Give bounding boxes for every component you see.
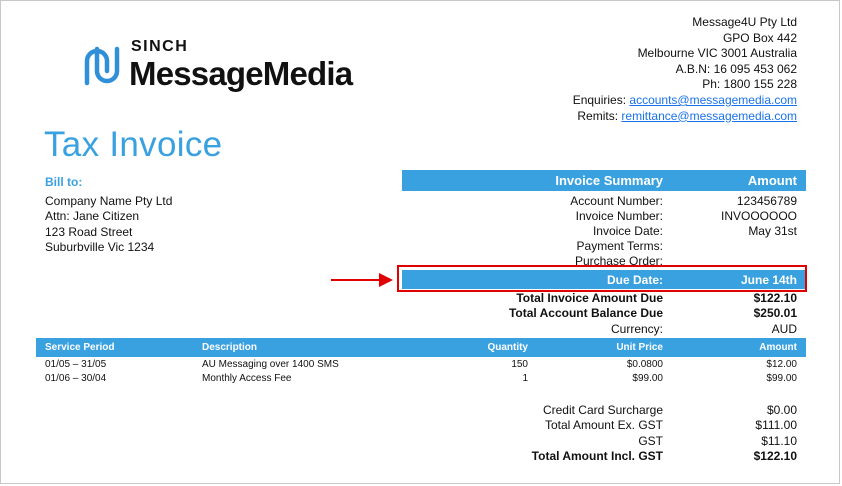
- summary-header-amount: Amount: [747, 173, 797, 188]
- summary-value: $250.01: [753, 306, 797, 320]
- totals-value: $11.10: [761, 434, 797, 448]
- totals-value: $111.00: [755, 418, 797, 432]
- company-address-1: GPO Box 442: [722, 30, 797, 45]
- cell-description: AU Messaging over 1400 SMS: [202, 359, 339, 370]
- cell-unit-price: $0.0800: [626, 359, 663, 370]
- bill-to-line: Company Name Pty Ltd: [45, 194, 173, 208]
- summary-value: $122.10: [753, 291, 797, 305]
- cell-amount: $12.00: [766, 359, 797, 370]
- summary-label: Account Number:: [570, 194, 663, 208]
- enquiries-label: Enquiries:: [572, 92, 627, 107]
- summary-label: Total Account Balance Due: [508, 306, 663, 320]
- summary-row-invoice-number: Invoice Number: INVOOOOOO: [402, 209, 806, 224]
- invoice-summary-header: Invoice Summary Amount: [402, 170, 806, 191]
- header-quantity: Quantity: [487, 342, 528, 353]
- enquiries-line: Enquiries: accounts@messagemedia.com: [573, 93, 797, 109]
- company-name: Message4U Pty Ltd: [692, 15, 797, 29]
- header-description: Description: [202, 342, 258, 353]
- cell-quantity: 1: [522, 373, 528, 384]
- totals-label: GST: [638, 434, 663, 448]
- summary-row-account-number: Account Number: 123456789: [402, 194, 806, 209]
- summary-label: Currency:: [610, 322, 663, 336]
- due-date-label: Due Date:: [606, 273, 663, 287]
- due-date-highlight: [397, 265, 807, 292]
- table-row: 01/05 – 31/05 AU Messaging over 1400 SMS…: [36, 358, 806, 373]
- logo-brand-text: MessageMedia: [129, 55, 353, 92]
- summary-label: Invoice Number:: [575, 209, 663, 223]
- cell-period: 01/06 – 30/04: [45, 373, 107, 384]
- remits-label: Remits:: [577, 108, 619, 123]
- company-phone: Ph: 1800 155 228: [702, 77, 797, 92]
- summary-label: Payment Terms:: [576, 239, 663, 253]
- total-incl-gst-row: Total Amount Incl. GST $122.10: [402, 449, 806, 464]
- logo-sinch-text: SINCH: [131, 38, 189, 55]
- total-ex-gst-row: Total Amount Ex. GST $111.00: [402, 418, 806, 433]
- total-account-balance-due: Total Account Balance Due $250.01: [402, 306, 806, 321]
- company-abn: A.B.N: 16 095 453 062: [675, 61, 797, 76]
- company-address-2: Melbourne VIC 3001 Australia: [637, 46, 797, 61]
- summary-row-payment-terms: Payment Terms:: [402, 239, 806, 254]
- cell-quantity: 150: [511, 359, 528, 370]
- arrow-right-icon: [331, 273, 393, 287]
- summary-label: Invoice Date:: [592, 224, 663, 238]
- summary-value: AUD: [771, 322, 797, 336]
- totals-label: Credit Card Surcharge: [542, 403, 663, 417]
- totals-value: $122.10: [753, 449, 797, 463]
- cell-amount: $99.00: [766, 373, 797, 384]
- summary-row-purchase-order: Purchase Order:: [402, 254, 806, 266]
- totals-value: $0.00: [766, 403, 797, 417]
- header-amount: Amount: [759, 342, 797, 353]
- credit-card-surcharge-row: Credit Card Surcharge $0.00: [402, 403, 806, 418]
- remits-email-link[interactable]: remittance@messagemedia.com: [621, 108, 797, 123]
- summary-value: INVOOOOOO: [720, 209, 797, 223]
- totals-label: Total Amount Ex. GST: [544, 418, 663, 432]
- bill-to-line: Attn: Jane Citizen: [45, 209, 140, 224]
- bill-to-line: 123 Road Street: [45, 224, 133, 239]
- summary-value: 123456789: [736, 194, 797, 208]
- bill-to-line: Suburbville Vic 1234: [45, 239, 155, 254]
- summary-value: May 31st: [748, 224, 797, 238]
- currency-row: Currency: AUD: [402, 322, 806, 337]
- totals-label: Total Amount Incl. GST: [531, 449, 663, 463]
- total-invoice-amount-due: Total Invoice Amount Due $122.10: [402, 291, 806, 306]
- header-unit-price: Unit Price: [616, 342, 663, 353]
- sinch-logo-icon: [84, 46, 120, 86]
- summary-header-label: Invoice Summary: [555, 173, 663, 188]
- due-date-value: June 14th: [740, 273, 797, 287]
- summary-row-invoice-date: Invoice Date: May 31st: [402, 224, 806, 239]
- company-details: Message4U Pty Ltd GPO Box 442 Melbourne …: [573, 15, 797, 124]
- cell-unit-price: $99.00: [632, 373, 663, 384]
- table-row: 01/06 – 30/04 Monthly Access Fee 1 $99.0…: [36, 372, 806, 387]
- bill-to-address: Company Name Pty Ltd Attn: Jane Citizen …: [45, 194, 172, 255]
- enquiries-email-link[interactable]: accounts@messagemedia.com: [629, 92, 797, 107]
- line-items-header: Service Period Description Quantity Unit…: [36, 338, 806, 357]
- summary-label: Total Invoice Amount Due: [516, 291, 663, 305]
- cell-description: Monthly Access Fee: [202, 373, 292, 384]
- company-logo: SINCH MessageMedia: [79, 37, 389, 97]
- remits-line: Remits: remittance@messagemedia.com: [573, 109, 797, 125]
- page-title: Tax Invoice: [44, 125, 223, 164]
- gst-row: GST $11.10: [402, 434, 806, 449]
- cell-period: 01/05 – 31/05: [45, 359, 107, 370]
- header-service-period: Service Period: [45, 342, 115, 353]
- due-date-row: Due Date: June 14th: [402, 270, 806, 289]
- bill-to-heading: Bill to:: [45, 175, 83, 189]
- summary-label: Purchase Order:: [574, 254, 663, 266]
